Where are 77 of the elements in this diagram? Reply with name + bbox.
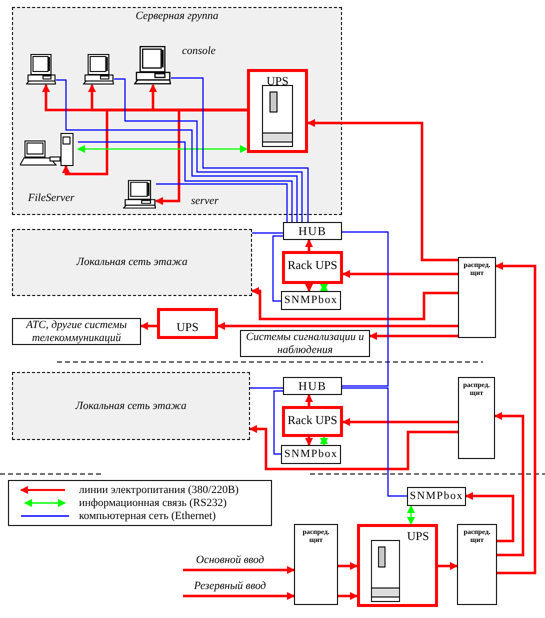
box-label: UPS xyxy=(406,530,429,542)
box-label: UPS xyxy=(176,320,198,332)
arrow xyxy=(140,322,157,330)
arrow xyxy=(251,287,458,320)
box-label: SNMPbox xyxy=(284,295,338,306)
arrow xyxy=(183,566,295,574)
area-title: Серверная группа xyxy=(134,11,220,22)
ups-box xyxy=(247,69,308,153)
box-label: Локальная сеть этажа xyxy=(76,257,188,268)
double-arrow xyxy=(320,436,328,446)
arrow xyxy=(338,562,358,570)
floor-network-area xyxy=(12,372,250,440)
connector-line xyxy=(342,231,389,387)
box-label: UPS xyxy=(265,75,290,87)
arrow xyxy=(305,437,313,446)
node-label: FileServer xyxy=(28,193,74,204)
arrow xyxy=(217,322,458,330)
legend-label: компьютерная сеть (Ethernet) xyxy=(79,510,216,522)
double-arrow xyxy=(77,145,248,153)
arrow xyxy=(305,284,313,292)
hub-box xyxy=(283,222,342,240)
telecom-box xyxy=(12,318,141,345)
distribution-panel xyxy=(294,524,338,605)
connector-line xyxy=(342,387,407,497)
arrow xyxy=(494,412,524,556)
node-label: server xyxy=(191,196,218,207)
floor-network-area xyxy=(12,229,252,296)
box-label: АТС, другие системы телекоммуникаций xyxy=(24,318,128,344)
node-label: console xyxy=(182,46,216,57)
distribution-panel xyxy=(458,257,496,338)
edge-label: Основной ввод xyxy=(196,555,264,566)
connector-line xyxy=(272,235,283,302)
snmp-box xyxy=(281,445,341,464)
arrow xyxy=(465,492,514,542)
connector-line xyxy=(250,387,283,389)
box-label: Rack UPS xyxy=(288,414,338,429)
distribution-panel xyxy=(458,377,495,459)
arrow xyxy=(495,262,536,574)
arrow xyxy=(342,270,458,278)
rack-ups-box xyxy=(282,406,343,437)
box-label: SNMPbox xyxy=(410,491,464,502)
snmp-box xyxy=(281,291,341,310)
arrow xyxy=(155,108,247,205)
box-label: Системы сигнализации и наблюдения xyxy=(245,330,365,356)
arrow xyxy=(307,119,458,262)
box-label: SNMPbox xyxy=(284,449,338,460)
ups-box xyxy=(157,308,218,339)
server-room-area xyxy=(12,7,342,215)
rack-ups-box xyxy=(282,251,343,284)
ups-box xyxy=(357,524,438,607)
legend-label: линии электропитания (380/220В) xyxy=(79,484,239,496)
connector-line xyxy=(78,141,293,222)
arrow xyxy=(369,332,458,340)
connector-line xyxy=(273,390,283,455)
box-label: Локальная сеть этажа xyxy=(76,400,186,412)
double-arrow xyxy=(320,283,328,292)
connector-line xyxy=(171,77,309,222)
connector-line xyxy=(252,232,283,234)
double-arrow xyxy=(407,505,415,525)
snmp-box xyxy=(407,487,466,506)
arrow xyxy=(342,418,458,426)
arrow xyxy=(438,562,458,570)
arrow xyxy=(183,592,295,600)
connector-line xyxy=(114,78,303,222)
box-label: HUB xyxy=(298,380,327,392)
connector-line xyxy=(56,79,298,222)
arrow xyxy=(305,239,313,251)
hub-box xyxy=(283,377,342,395)
arrow xyxy=(305,394,313,406)
arrow xyxy=(338,592,358,600)
box-label: HUB xyxy=(298,225,327,237)
arrow xyxy=(249,425,458,470)
box-label: Rack UPS xyxy=(288,259,338,274)
legend-label: информационная связь (RS232) xyxy=(79,497,227,509)
distribution-panel xyxy=(457,524,497,605)
connector-line xyxy=(156,183,288,222)
edge-label: Резервный ввод xyxy=(194,581,266,592)
